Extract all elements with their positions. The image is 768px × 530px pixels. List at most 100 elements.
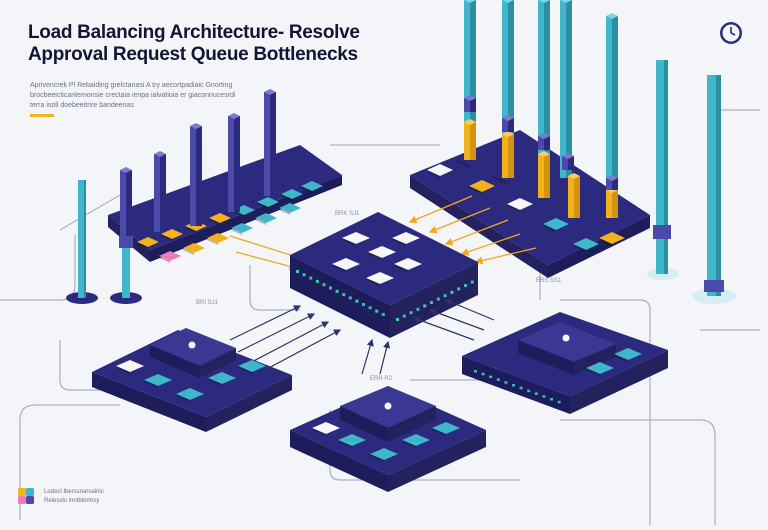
tile-edge <box>176 394 190 402</box>
node-indicator-icon <box>562 334 570 342</box>
tile <box>332 258 360 270</box>
lower-right-node <box>462 312 668 414</box>
tile <box>255 213 277 223</box>
status-led <box>542 395 546 398</box>
tile-edge <box>469 186 482 194</box>
tile <box>279 203 301 213</box>
bar-side <box>196 126 202 226</box>
bar-side <box>544 0 550 160</box>
status-led <box>430 301 433 304</box>
tile-edge <box>257 202 268 209</box>
node-indicator-icon <box>188 341 196 349</box>
status-led <box>355 299 359 303</box>
tile-edge <box>338 440 352 448</box>
bar-front <box>606 190 612 218</box>
bar-side <box>544 136 550 150</box>
bar-side <box>612 178 618 190</box>
tile-edge <box>366 278 380 286</box>
bar-front <box>502 118 508 132</box>
bar-side <box>470 98 476 112</box>
subtitle-line-3: terra isoll doebeeitrire bandeenas <box>30 102 134 109</box>
tile <box>176 388 204 400</box>
status-led <box>296 270 299 273</box>
status-led <box>342 293 346 297</box>
bar-top <box>538 0 550 3</box>
tile-edge <box>159 256 170 263</box>
tile <box>366 272 394 284</box>
tile-edge <box>116 366 130 374</box>
bar-side <box>566 0 572 178</box>
legend-line-1: Lodecl Iberssnarsalnic <box>44 489 104 495</box>
tile <box>137 237 159 247</box>
tile <box>599 232 625 244</box>
legend-line-2: Relesvlo inntblormsy <box>44 498 100 504</box>
status-led <box>348 296 352 300</box>
bar-top <box>606 175 618 181</box>
clock-icon <box>720 22 742 44</box>
bar-front <box>120 170 126 240</box>
bar-front <box>464 98 470 112</box>
tile <box>116 360 144 372</box>
left-pillar-1 <box>66 180 98 304</box>
tile-edge <box>392 238 406 246</box>
tile <box>507 198 533 210</box>
bar-top <box>464 119 476 125</box>
tile-edge <box>209 218 220 225</box>
bar-side <box>508 134 514 178</box>
status-led <box>402 314 406 318</box>
bar-front <box>502 0 508 138</box>
tile <box>432 422 460 434</box>
label-right-mid: ERS SS1 <box>536 278 562 284</box>
right-bar-columns <box>464 0 618 218</box>
bar-front <box>502 134 508 178</box>
bar-side <box>270 92 276 196</box>
tile-edge <box>507 204 520 212</box>
tile-edge <box>432 428 446 436</box>
label-top-mid: BRK SJ1 <box>335 211 360 217</box>
bar-front <box>264 92 270 196</box>
left-storage-platform <box>108 145 342 263</box>
bar-front <box>606 16 612 196</box>
outgoing-arrows <box>229 298 495 379</box>
tile-edge <box>185 226 196 233</box>
tile-edge <box>394 264 408 272</box>
right-pillar-1 <box>647 60 679 280</box>
status-led <box>302 273 306 277</box>
accent-rule <box>30 114 54 117</box>
tile-edge <box>281 194 292 201</box>
subtitle-line-1: Aprivencrek Pl Rebaiding grelctanasi A t… <box>30 82 233 89</box>
tile <box>394 258 422 270</box>
tile-edge <box>586 368 600 376</box>
status-led <box>481 372 485 376</box>
bar-top <box>264 89 276 95</box>
status-led <box>550 398 553 401</box>
bar-front <box>154 154 160 232</box>
page-title: Load Balancing Architecture- Resolve App… <box>28 22 428 66</box>
bar-front <box>538 0 544 160</box>
bar-side <box>612 190 618 218</box>
bar-top <box>502 115 514 121</box>
tile <box>209 213 231 223</box>
bar-front <box>562 156 568 170</box>
bar-top <box>464 95 476 101</box>
lower-left-node <box>92 328 292 432</box>
bar-top <box>464 0 476 3</box>
tile <box>370 448 398 460</box>
tile-edge <box>493 176 506 184</box>
bar-front <box>464 122 470 160</box>
tile-edge <box>231 228 242 235</box>
tile <box>301 181 323 191</box>
right-storage-platform <box>410 130 650 278</box>
tile <box>469 180 495 192</box>
tile-edge <box>312 428 326 436</box>
tile <box>427 164 453 176</box>
bar-side <box>544 154 550 198</box>
bar-side <box>508 118 514 132</box>
label-left-mid: BRI SJ1 <box>196 300 219 306</box>
tile-edge <box>301 186 312 193</box>
bar-side <box>568 156 574 170</box>
bar-top <box>120 167 132 173</box>
status-led <box>396 318 399 321</box>
tile-edge <box>368 252 382 260</box>
